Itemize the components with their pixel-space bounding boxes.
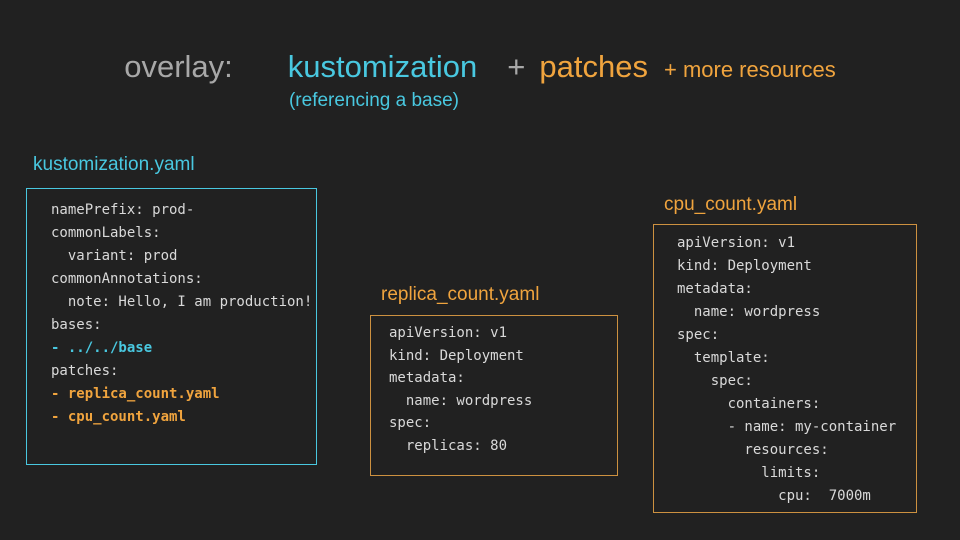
title-subtitle: (referencing a base): [288, 90, 460, 111]
code-line: - ../../base: [51, 340, 153, 356]
code-line: containers:: [677, 396, 821, 412]
code-line: apiVersion: v1: [389, 325, 508, 341]
title-plus-sign: +: [507, 49, 526, 84]
code-line: variant: prod: [51, 248, 178, 264]
code-line: note: Hello, I am production!: [51, 294, 313, 310]
file-box-kustomization: namePrefix: prod-commonLabels: variant: …: [26, 188, 317, 465]
code-line: cpu: 7000m: [677, 488, 871, 504]
code-line: apiVersion: v1: [677, 235, 796, 251]
code-line: kind: Deployment: [389, 347, 524, 364]
code-line: - cpu_count.yaml: [51, 409, 186, 425]
code-line: name: wordpress: [677, 304, 821, 320]
code-line: resources:: [677, 442, 829, 458]
file-label-replica-count: replica_count.yaml: [381, 284, 540, 305]
code-line: - name: my-container: [677, 419, 897, 435]
code-line: name: wordpress: [389, 392, 533, 409]
code-line: patches:: [51, 363, 119, 379]
code-line: metadata:: [389, 370, 465, 386]
file-label-kustomization: kustomization.yaml: [33, 154, 195, 175]
code-line: bases:: [51, 317, 102, 333]
code-line: limits:: [677, 465, 821, 481]
slide-title: overlay: kustomization + patches + more …: [0, 46, 960, 91]
code-line: - replica_count.yaml: [51, 386, 220, 402]
code-line: template:: [677, 350, 770, 366]
code-line: replicas: 80: [389, 437, 508, 454]
file-label-cpu-count: cpu_count.yaml: [664, 194, 798, 215]
code-line: commonAnnotations:: [51, 271, 203, 287]
code-line: spec:: [677, 373, 753, 389]
code-line: kind: Deployment: [677, 258, 812, 274]
code-line: namePrefix: prod-: [51, 202, 195, 218]
title-patches: patches: [539, 49, 648, 84]
title-more-resources: + more resources: [663, 57, 836, 82]
code-line: spec:: [677, 327, 720, 343]
title-overlay: overlay:: [124, 49, 233, 84]
title-kustomization: kustomization: [287, 49, 478, 84]
code-line: spec:: [389, 415, 432, 431]
code-line: commonLabels:: [51, 225, 161, 241]
code-line: metadata:: [677, 281, 753, 297]
code-kustomization: namePrefix: prod-commonLabels: variant: …: [27, 189, 316, 429]
